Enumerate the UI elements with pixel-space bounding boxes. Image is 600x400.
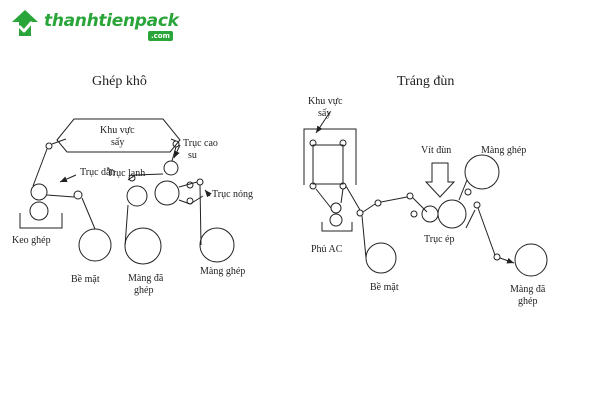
dryer-web-loop <box>312 144 344 185</box>
guide-roller-mid-left <box>128 174 136 182</box>
web-path-output <box>499 257 515 264</box>
label-truc-nong: Trục nóng <box>212 189 253 200</box>
guide-roller-left <box>73 190 83 200</box>
hot-roller <box>154 180 180 206</box>
guide-roller-4 <box>410 210 418 218</box>
logo-domain: .com <box>148 31 173 41</box>
label-khu-vuc-say-right-1: Khu vực <box>308 96 343 107</box>
drying-zone-enclosure <box>303 128 357 185</box>
primer-roller-lower <box>329 213 343 227</box>
web-path-primer <box>315 188 344 209</box>
web-path-laminate <box>178 181 204 246</box>
dryer-roller-top-right <box>339 139 347 147</box>
label-mang-ghep-left: Màng ghép <box>200 266 245 277</box>
web-path-laminated <box>124 173 164 247</box>
guide-roller-1 <box>356 209 364 217</box>
label-mang-da-ghep-right-2: ghép <box>518 296 537 307</box>
logo-name: thanhtienpack <box>44 11 179 31</box>
extruder-die <box>424 162 456 198</box>
laminate-film-reel <box>199 227 235 263</box>
surface-film-reel-right <box>365 242 397 274</box>
arrow-khu-vuc-say <box>315 111 331 134</box>
label-khu-vuc-say-left-2: sấy <box>111 137 124 148</box>
label-be-mat-right: Bề mặt <box>370 282 399 293</box>
primer-tank <box>321 222 353 232</box>
label-mang-da-ghep-right-1: Màng đã <box>510 284 546 295</box>
laminate-film-reel-right <box>464 154 500 190</box>
arrow-truc-cao-su <box>173 144 181 159</box>
logo-icon <box>12 10 38 36</box>
web-path-to-press <box>345 185 428 213</box>
right-title: Tráng đùn <box>397 74 454 89</box>
label-truc-lanh: Trục lạnh <box>107 168 145 179</box>
label-phu-ac: Phủ AC <box>311 244 343 255</box>
web-path-laminate-right <box>458 179 496 256</box>
label-mang-da-ghep-left-1: Màng đã <box>128 273 164 284</box>
guide-roller-7 <box>493 253 501 261</box>
surface-film-reel <box>78 228 112 262</box>
glue-tank <box>19 213 63 229</box>
label-truc-ep: Trục ép <box>424 234 454 245</box>
brand-logo: thanhtienpack .com <box>10 8 185 42</box>
arrow-truc-nong <box>204 189 212 198</box>
label-truc-cao-su-1: Trục cao <box>183 138 218 149</box>
dry-lamination-diagram <box>19 118 235 265</box>
label-be-mat-left: Bề mặt <box>71 274 100 285</box>
primer-roller-upper <box>330 202 342 214</box>
label-khu-vuc-say-right-2: sấy <box>318 108 331 119</box>
extrusion-coating-diagram <box>303 111 548 277</box>
web-path-surface <box>32 148 96 230</box>
label-truc-dan: Trục dẫn <box>80 167 115 178</box>
guide-roller-2 <box>374 199 382 207</box>
label-keo-ghep: Keo ghép <box>12 235 51 246</box>
press-roller-large <box>437 199 467 229</box>
web-path-surface-right <box>361 215 367 259</box>
press-roller-small <box>421 205 439 223</box>
dryer-roller-top-left <box>309 139 317 147</box>
guide-roller-3 <box>406 192 414 200</box>
guide-roller-far-right <box>196 178 204 186</box>
chill-roller <box>126 185 148 207</box>
rubber-roller <box>163 160 179 176</box>
glue-roller-upper <box>30 183 48 201</box>
left-title: Ghép khô <box>92 74 147 89</box>
label-khu-vuc-say-left-1: Khu vực <box>100 125 135 136</box>
laminated-film-reel-right <box>514 243 548 277</box>
glue-roller-lower <box>29 201 49 221</box>
drying-zone-hood <box>56 118 181 153</box>
guide-roller-5 <box>464 188 472 196</box>
label-mang-da-ghep-left-2: ghép <box>134 285 153 296</box>
label-truc-cao-su-2: su <box>188 150 197 161</box>
label-mang-ghep-right: Màng ghép <box>481 145 526 156</box>
laminated-film-reel <box>124 227 162 265</box>
arrow-truc-dan <box>59 174 77 183</box>
guide-roller-top-left <box>45 142 53 150</box>
dryer-roller-bottom-left <box>309 182 317 190</box>
label-vit-dun: Vít đùn <box>421 145 451 156</box>
guide-roller-6 <box>473 201 481 209</box>
